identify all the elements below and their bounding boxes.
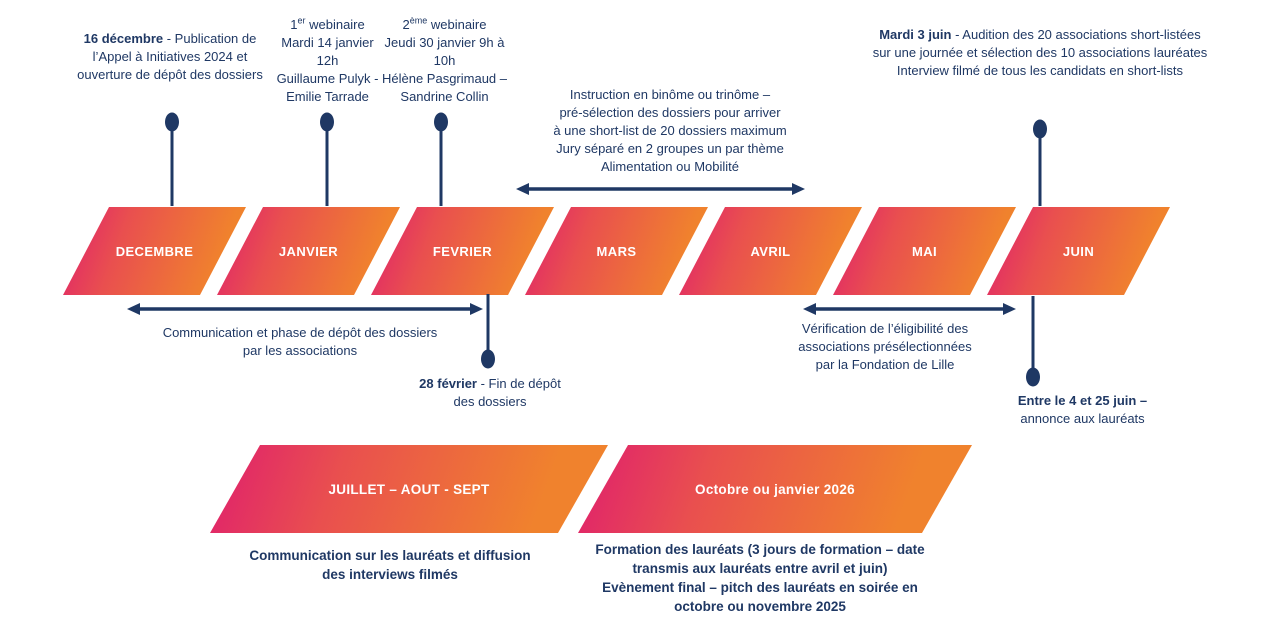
annotation-communication-phase: Communication et phase de dépôt des doss… — [162, 325, 438, 358]
month-label: MAI — [911, 243, 938, 259]
webinaire-number: 2 — [402, 17, 410, 32]
webinaire-ordinal-sup: er — [297, 15, 306, 26]
annotation-date: Mardi 3 juin — [879, 27, 952, 42]
month-label: AVRIL — [750, 243, 791, 259]
month-mars: MARS — [525, 207, 708, 295]
text-formation-laureats: Formation des lauréats (3 jours de forma… — [595, 542, 925, 614]
month-avril: AVRIL — [679, 207, 862, 295]
annotation-date: Entre le 4 et 25 juin – — [1017, 393, 1148, 408]
annotation-text: - Publication de l’Appel à Initiatives 2… — [77, 31, 263, 82]
shape-label: JUILLET – AOUT - SEPT — [328, 481, 490, 497]
webinaire-details: Jeudi 30 janvier 9h à 10h Hélène Pasgrim… — [381, 35, 508, 104]
annotation-text: annonce aux lauréats — [1020, 411, 1145, 426]
shape-juillet-aout-sept: JUILLET – AOUT - SEPT — [210, 445, 608, 533]
month-decembre: DECEMBRE — [63, 207, 246, 295]
webinaire-title: 2ème webinaire — [372, 16, 517, 34]
month-label: JUIN — [1062, 243, 1095, 259]
pin-webinaire-1 — [320, 112, 334, 206]
webinaire-details: Mardi 14 janvier 12h Guillaume Pulyk - E… — [276, 35, 379, 104]
month-mai: MAI — [833, 207, 1016, 295]
annotation-16-decembre: 16 décembre - Publication de l’Appel à I… — [75, 30, 265, 84]
double-arrow-communication-phase — [127, 303, 483, 315]
month-label: FEVRIER — [432, 243, 493, 259]
webinaire-word: webinaire — [305, 17, 365, 32]
annotation-instruction: Instruction en binôme ou trinôme – pré-s… — [553, 87, 787, 174]
webinaire-word: webinaire — [427, 17, 487, 32]
shape-octobre-janvier-2026: Octobre ou janvier 2026 — [578, 445, 972, 533]
annotation-28-fevrier: 28 février - Fin de dépôt des dossiers — [415, 375, 565, 411]
pin-webinaire-2 — [434, 112, 448, 206]
text-communication-laureats: Communication sur les lauréats et diffus… — [249, 548, 531, 582]
annotation-date: 16 décembre — [83, 31, 164, 46]
pin-mardi-3-juin — [1033, 119, 1047, 206]
annotation-text: - Audition des 20 associations short-lis… — [872, 27, 1208, 60]
annotation-webinaire-1: 1er webinaire Mardi 14 janvier 12h Guill… — [255, 16, 400, 106]
month-fevrier: FEVRIER — [371, 207, 554, 295]
annotation-verification: Vérification de l’éligibilité des associ… — [798, 321, 972, 372]
annotation-entre-4-25-juin: Entre le 4 et 25 juin – annonce aux laur… — [1000, 392, 1165, 428]
annotation-text: - Fin de dépôt des dossiers — [453, 376, 561, 409]
annotation-webinaire-2: 2ème webinaire Jeudi 30 janvier 9h à 10h… — [372, 16, 517, 106]
webinaire-ordinal-sup: ème — [409, 15, 428, 26]
annotation-interview-line: Interview filmé de tous les candidats en… — [896, 63, 1184, 78]
webinaire-number: 1 — [290, 17, 298, 32]
webinaire-title: 1er webinaire — [255, 16, 400, 34]
month-janvier: JANVIER — [217, 207, 400, 295]
annotation-paragraph: Mardi 3 juin - Audition des 20 associati… — [870, 26, 1210, 62]
pin-entre-4-25-juin — [1026, 296, 1040, 387]
pin-28-fevrier — [481, 294, 495, 369]
shape-label: Octobre ou janvier 2026 — [695, 481, 855, 497]
month-label: MARS — [596, 243, 637, 259]
annotation-date: 28 février — [419, 376, 477, 391]
pin-16-decembre — [165, 112, 179, 206]
month-label: JANVIER — [278, 243, 339, 259]
annotation-mardi-3-juin: Mardi 3 juin - Audition des 20 associati… — [870, 26, 1210, 80]
double-arrow-instruction — [516, 183, 805, 195]
month-juin: JUIN — [987, 207, 1170, 295]
month-label: DECEMBRE — [115, 243, 194, 259]
double-arrow-verification — [803, 303, 1016, 315]
